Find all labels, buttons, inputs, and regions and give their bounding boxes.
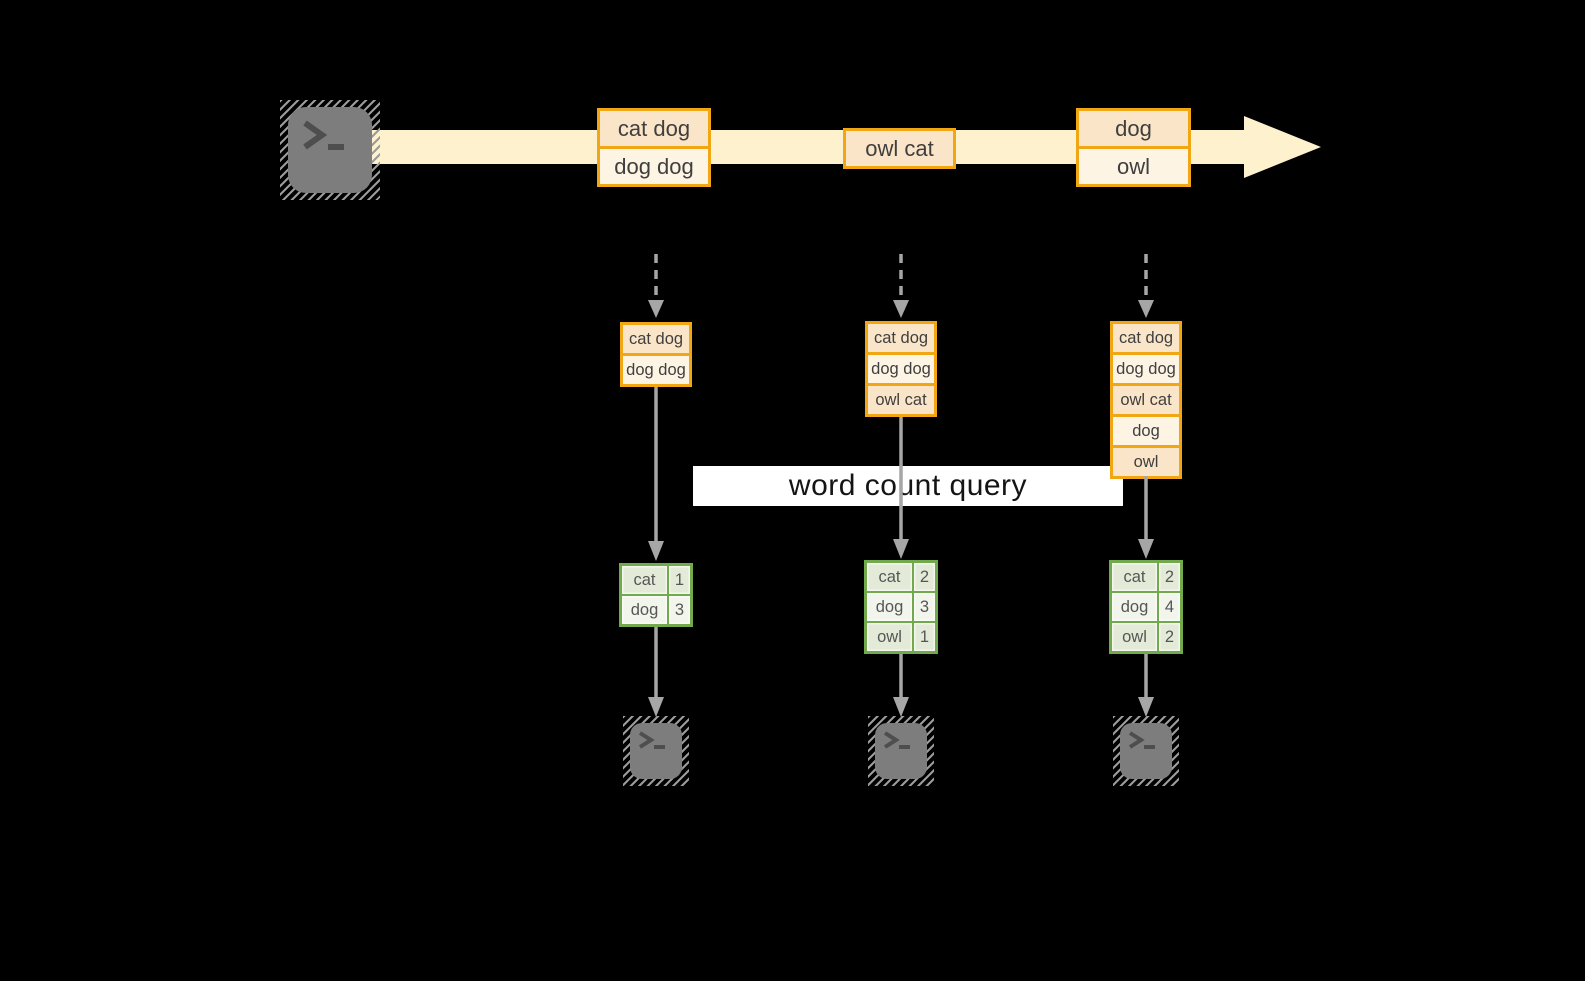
sink-terminal-icon-1 [623,716,689,786]
source-terminal-icon [280,100,380,200]
prompt-glyph-icon [883,731,910,749]
terminal-body [288,107,372,193]
terminal-body [1120,723,1172,779]
stream-batch-3: dog owl [1076,108,1191,187]
dashed-arrow-2 [893,254,909,318]
terminal-body [875,723,927,779]
prompt-glyph-icon [303,120,344,150]
output-arrow-3 [1138,654,1154,717]
dashed-arrow-3 [1138,254,1154,318]
input-row: dog dog [623,353,689,384]
prompt-glyph-icon [638,731,665,749]
input-row: cat dog [868,324,934,352]
output-arrow-1 [648,627,664,717]
result-word-cell: owl [1112,623,1157,651]
result-count-cell: 4 [1159,593,1180,621]
batch-record: owl [1079,146,1188,184]
input-row: dog [1113,414,1179,445]
input-row: owl [1113,445,1179,476]
result-word-cell: owl [867,623,912,651]
sink-terminal-icon-3 [1113,716,1179,786]
batch-record: owl cat [846,131,953,166]
result-word-cell: dog [622,596,667,624]
result-count-cell: 2 [1159,623,1180,651]
prompt-glyph-icon [1128,731,1155,749]
result-count-cell: 2 [1159,563,1180,591]
batch-record: dog dog [600,146,708,184]
result-word-cell: cat [622,566,667,594]
result-count-cell: 1 [669,566,690,594]
query-arrow-1 [648,387,664,561]
result-word-cell: cat [1112,563,1157,591]
output-arrow-2 [893,654,909,717]
terminal-body [630,723,682,779]
input-row: cat dog [1113,324,1179,352]
result-count-cell: 3 [914,593,935,621]
batch-record: dog [1079,111,1188,146]
result-word-cell: dog [1112,593,1157,621]
result-count-cell: 2 [914,563,935,591]
input-row: cat dog [623,325,689,353]
input-row: dog dog [1113,352,1179,383]
query-arrow-2 [893,417,909,559]
query-arrow-3 [1138,476,1154,559]
input-row: owl cat [1113,383,1179,414]
result-word-cell: dog [867,593,912,621]
result-table-3: cat 2 dog 4 owl 2 [1109,560,1183,654]
result-word-cell: cat [867,563,912,591]
stream-batch-2: owl cat [843,128,956,169]
query-label: word count query [788,469,1028,502]
stream-arrowhead [1244,116,1321,178]
sink-terminal-icon-2 [868,716,934,786]
result-table-2: cat 2 dog 3 owl 1 [864,560,938,654]
input-table-3: cat dog dog dog owl cat dog owl [1110,321,1182,479]
input-table-2: cat dog dog dog owl cat [865,321,937,417]
input-row: owl cat [868,383,934,414]
query-label-band: word count query [693,466,1123,506]
stream-batch-1: cat dog dog dog [597,108,711,187]
result-table-1: cat 1 dog 3 [619,563,693,627]
input-table-1: cat dog dog dog [620,322,692,387]
input-row: dog dog [868,352,934,383]
batch-record: cat dog [600,111,708,146]
result-count-cell: 3 [669,596,690,624]
result-count-cell: 1 [914,623,935,651]
dashed-arrow-1 [648,254,664,318]
